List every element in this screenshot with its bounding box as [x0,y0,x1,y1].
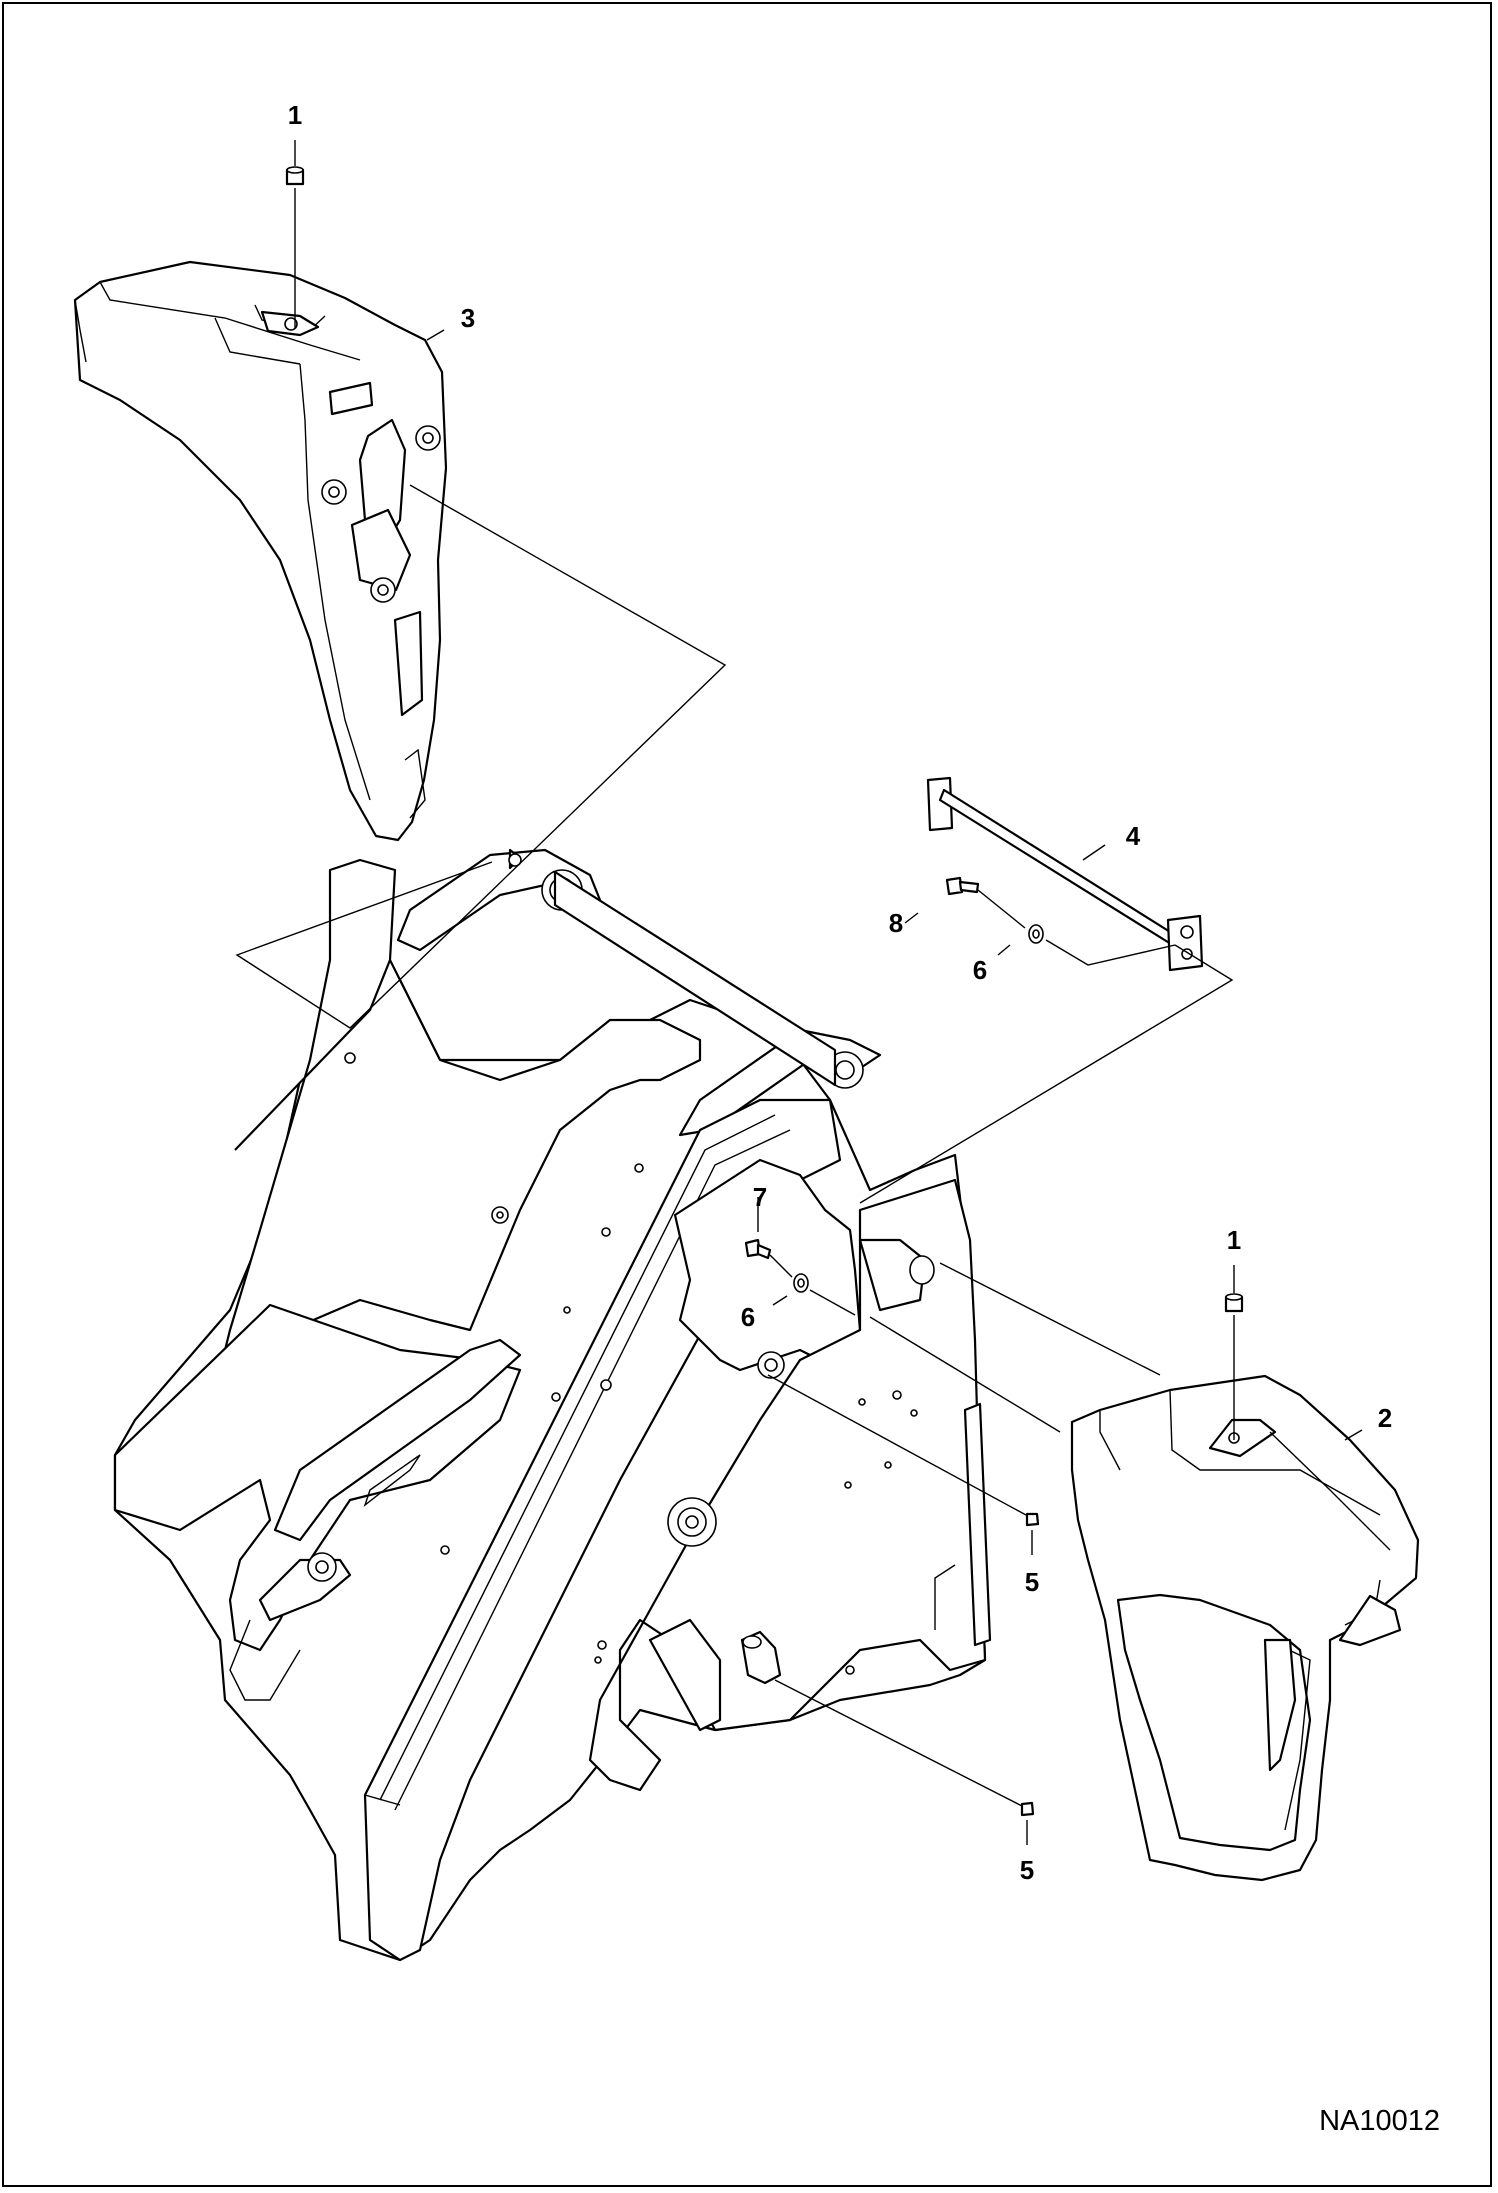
spacer-part-5-upper [1025,1512,1040,1527]
bolt-part-7 [744,1238,772,1260]
assembly-leader-lines [235,140,1363,1845]
callout-1-right: 1 [1227,1225,1241,1255]
plug-part-1-top [285,166,305,186]
spacer-part-5-lower [1020,1801,1035,1817]
bolt-part-8 [945,876,980,896]
callout-1-top: 1 [288,100,302,130]
left-upright-cover-part-3 [73,260,448,842]
washer-part-6-mid [793,1273,809,1293]
cross-shaft-part-4 [926,776,1204,972]
right-upright-cover-part-2 [1070,1374,1420,1882]
drawing-code: NA10012 [1319,2105,1440,2137]
plug-part-1-right [1224,1293,1244,1313]
callout-5-upper: 5 [1025,1567,1039,1597]
callout-2: 2 [1378,1403,1392,1433]
loader-frame-upright [113,848,992,1962]
callout-8: 8 [889,908,903,938]
callout-6-top: 6 [973,955,987,985]
washer-part-6-top [1028,924,1044,944]
callout-5-lower: 5 [1020,1855,1034,1885]
callout-4: 4 [1126,821,1141,851]
callout-3: 3 [461,303,475,333]
callout-6-mid: 6 [741,1302,755,1332]
callout-7: 7 [753,1182,767,1212]
callout-labels: 1 3 4 8 6 7 6 1 2 5 5 NA10012 [288,100,1440,2137]
